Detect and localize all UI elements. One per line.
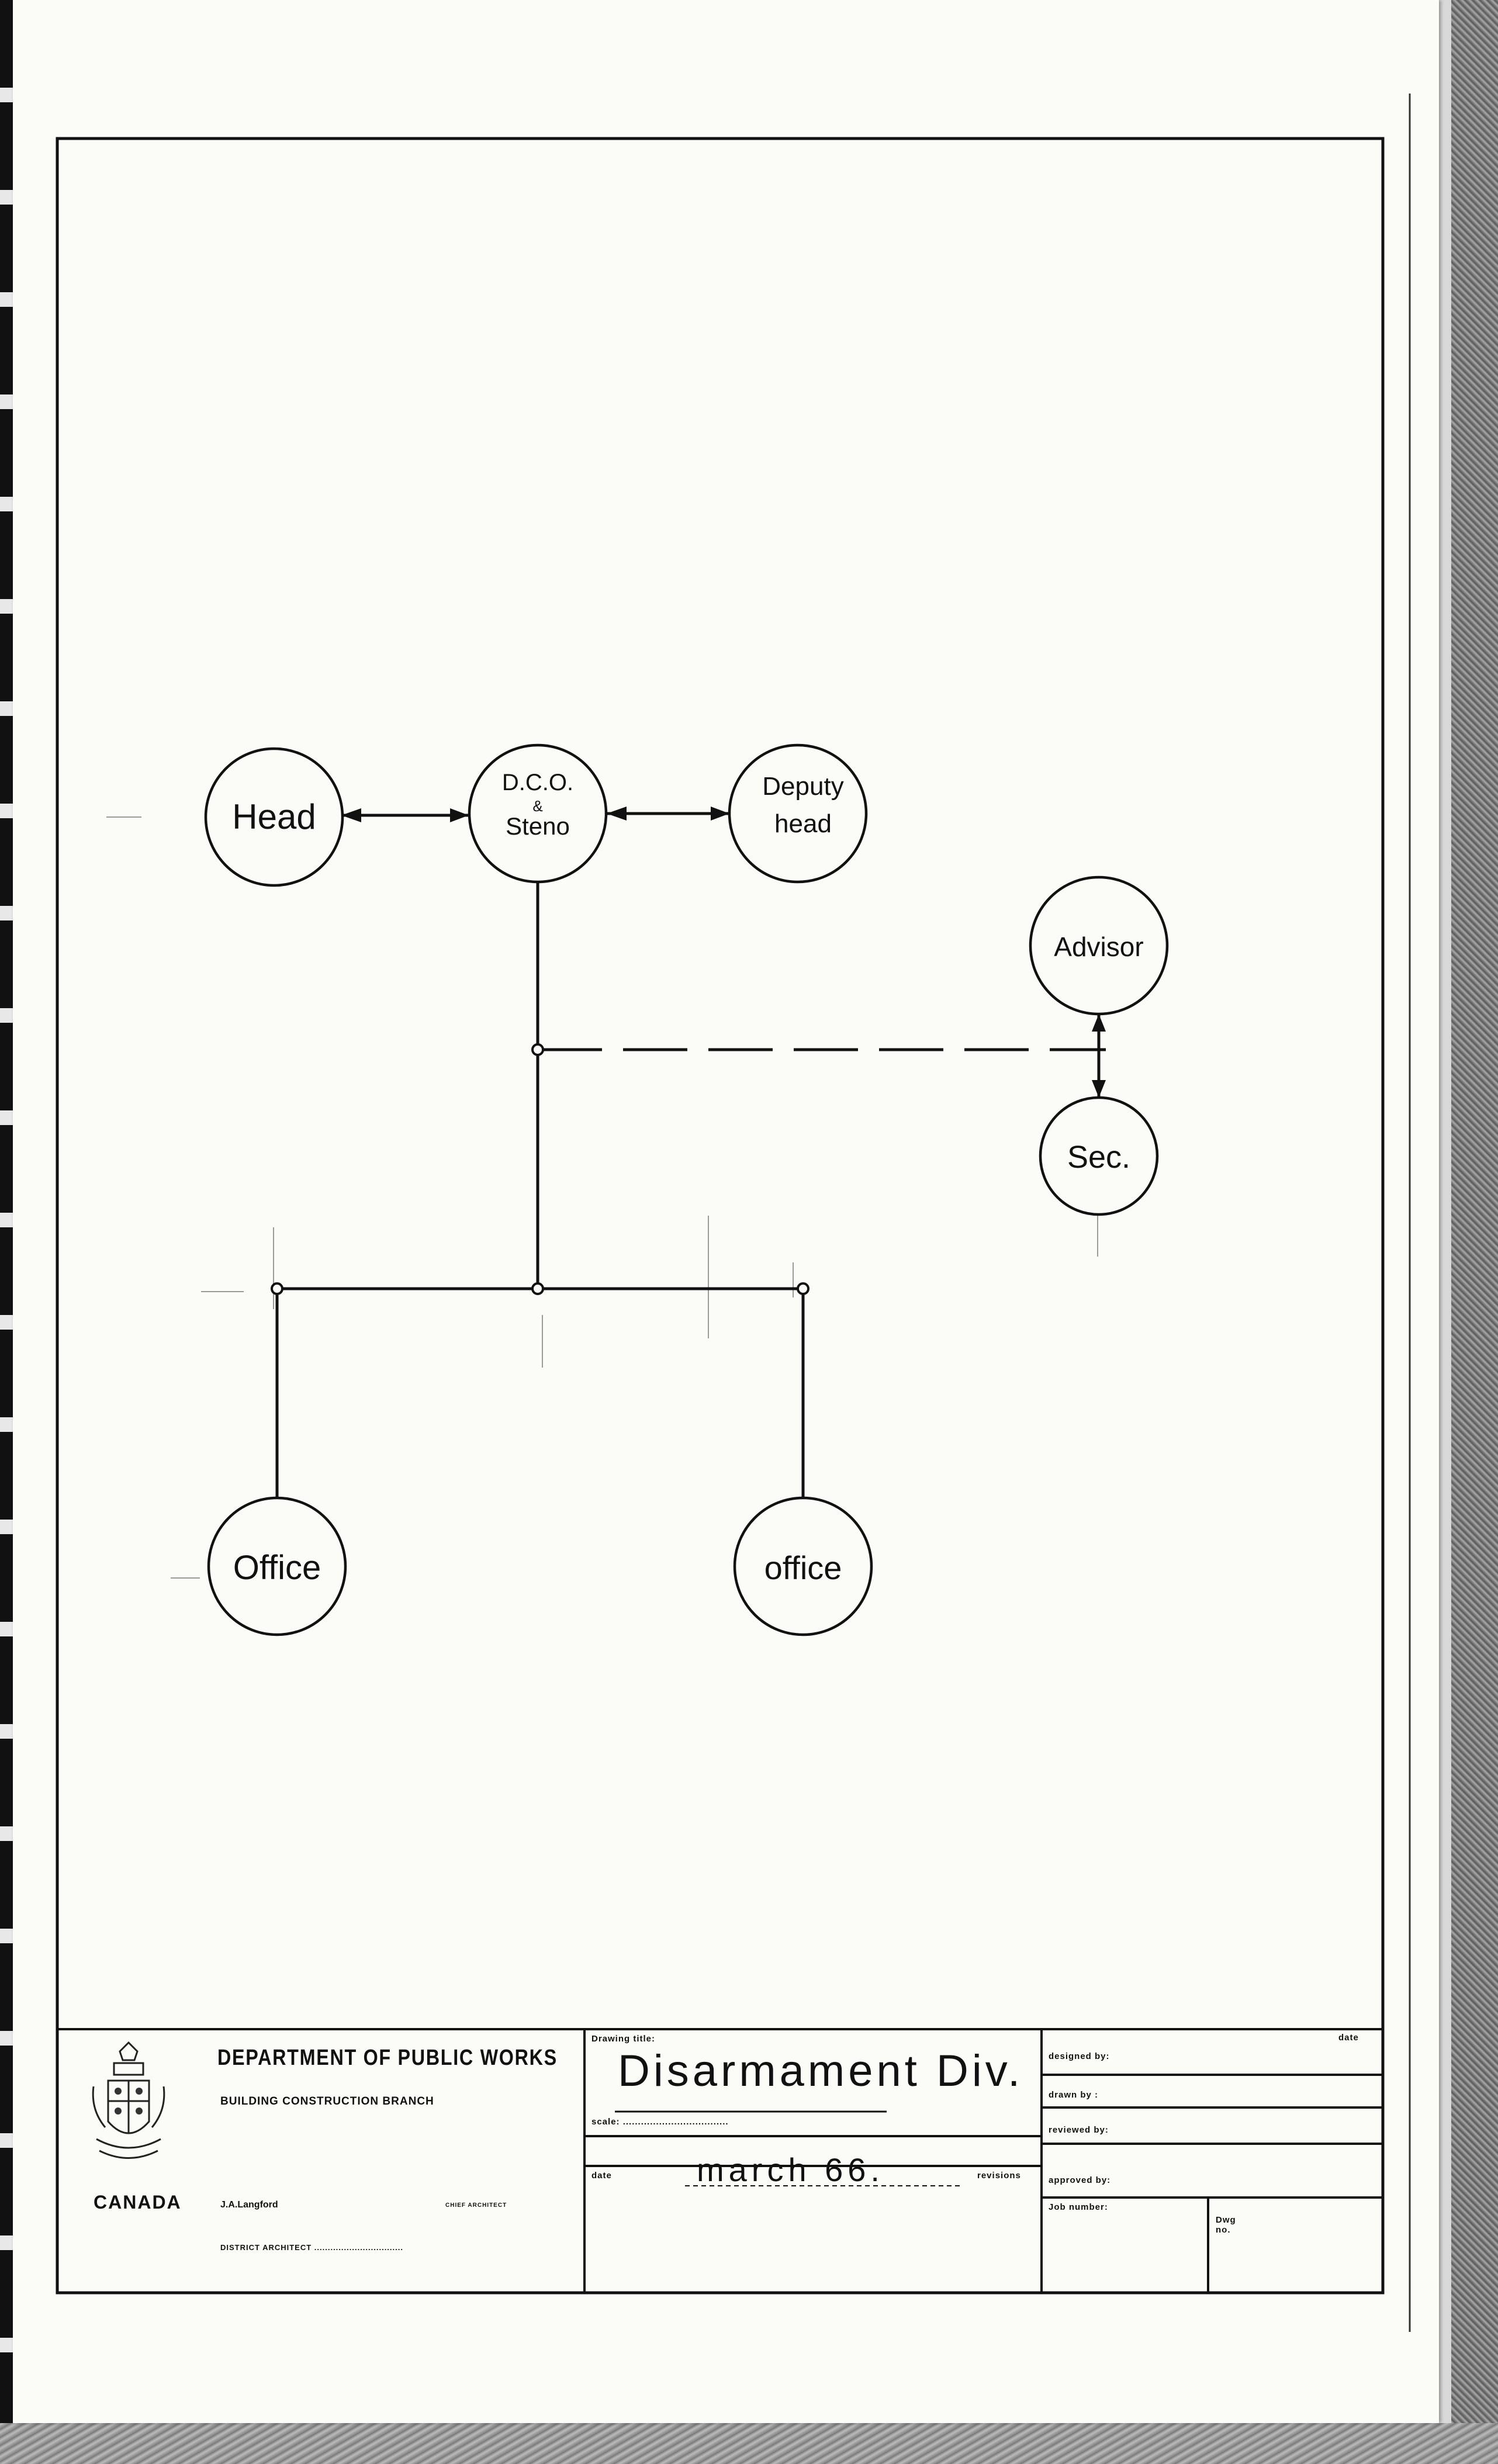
node-dco-label-line1: D.C.O. [502,770,573,795]
binding-strip [0,0,13,2464]
chief-architect-name: J.A.Langford [220,2200,278,2210]
node-head-label: Head [232,797,316,836]
node-deputy-circle [728,743,868,884]
junctions [271,1043,809,1295]
drawing-sheet: Head D.C.O. & Steno Deputy head Advisor … [13,0,1439,2423]
drawing-title: Disarmament Div. [618,2046,1024,2096]
node-advisor-circle [1029,875,1169,1016]
canada-coat-of-arms-icon [92,2041,165,2159]
approved-by-label: approved by: [1049,2175,1111,2185]
district-architect-label: DISTRICT ARCHITECT .....................… [220,2243,403,2252]
chief-architect-label: CHIEF ARCHITECT [445,2202,507,2209]
construction-lines [106,816,1098,1579]
dwg-no-label: Dwg no. [1216,2215,1236,2235]
node-sec-label: Sec. [1067,1140,1130,1175]
org-chart-diagram: Head D.C.O. & Steno Deputy head Advisor … [56,94,1411,2332]
node-office1-circle [207,1496,347,1636]
branch-name: BUILDING CONSTRUCTION BRANCH [220,2095,434,2107]
revisions-label: revisions [977,2171,1021,2181]
connectors [275,812,1106,1497]
drawn-by-label: drawn by : [1049,2090,1099,2100]
node-dco-label-line3: Steno [506,812,570,840]
node-sec-circle [1039,1096,1159,1216]
node-office1-label: Office [233,1549,321,1587]
job-number-label: Job number: [1049,2202,1108,2212]
sheet-border [56,137,1385,2295]
node-dco-circle [468,743,608,884]
node-office2-label: office [764,1549,842,1586]
node-office2-circle [733,1496,873,1636]
title-block-grid [57,2028,1383,2293]
date-column-label: date [1338,2033,1359,2043]
scale-label: scale: .................................… [591,2117,729,2127]
scan-edge-right [1451,0,1498,2464]
scan-edge-bottom [0,2423,1498,2464]
node-advisor-label: Advisor [1054,932,1143,962]
drawing-title-label: Drawing title: [591,2034,656,2044]
country-label: CANADA [94,2192,182,2213]
arrowheads [341,807,1106,1098]
node-deputy-label-line2: head [774,809,832,838]
designed-by-label: designed by: [1049,2051,1110,2061]
node-deputy-label-line1: Deputy [762,772,843,801]
reviewed-by-label: reviewed by: [1049,2125,1109,2135]
node-dco-label-line2: & [532,797,542,815]
date-value: march 66. [697,2151,884,2188]
department-name: DEPARTMENT OF PUBLIC WORKS [217,2046,558,2070]
date-label: date [591,2171,612,2181]
node-head-circle [204,747,344,887]
